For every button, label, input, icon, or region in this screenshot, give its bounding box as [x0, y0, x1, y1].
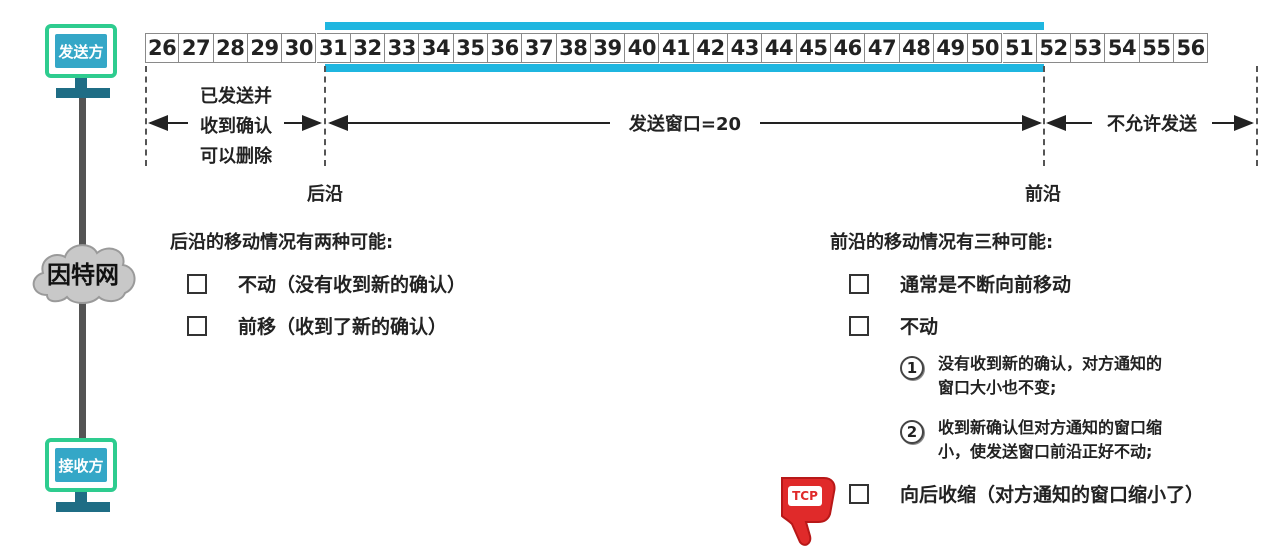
trailing-edge-heading: 后沿的移动情况有两种可能:: [170, 232, 394, 253]
send-window-top-bar: [325, 22, 1044, 30]
sequence-cell: 47: [865, 33, 900, 63]
receiver-label: 接收方: [55, 448, 107, 482]
sequence-cell: 26: [145, 33, 180, 63]
sequence-cell: 31: [316, 33, 351, 63]
tcp-thumbs-down-icon: [781, 477, 836, 546]
sender-label: 发送方: [55, 34, 107, 68]
left-boundary-line: [145, 66, 147, 166]
sub-item-1-line-1: 没有收到新的确认，对方通知的: [938, 354, 1163, 373]
sender-monitor: 发送方: [45, 24, 117, 78]
send-window-bottom-bar: [325, 64, 1044, 72]
sequence-cell: 53: [1071, 33, 1106, 63]
network-label: 因特网: [47, 261, 119, 289]
sequence-cell: 43: [728, 33, 763, 63]
sub-item-1-number: 1: [900, 356, 924, 380]
sequence-cell: 48: [899, 33, 934, 63]
sequence-cell: 39: [590, 33, 626, 63]
sequence-cell: 52: [1036, 33, 1072, 63]
cloud-icon: [32, 244, 136, 304]
sequence-cell: 42: [693, 33, 729, 63]
trailing-option-2-checkbox: [187, 316, 207, 336]
sequence-cell: 40: [625, 33, 660, 63]
sequence-cell: 56: [1174, 33, 1209, 63]
sequence-cell: 44: [762, 33, 797, 63]
acked-region-label-1: 已发送并: [188, 82, 284, 108]
sub-item-2-line-2: 小，使发送窗口前沿正好不动;: [938, 442, 1153, 461]
leading-edge-heading: 前沿的移动情况有三种可能:: [830, 232, 1054, 253]
sequence-cell: 29: [247, 33, 283, 63]
trailing-edge-label: 后沿: [300, 180, 350, 206]
sequence-cell: 46: [831, 33, 866, 63]
sequence-cell: 50: [968, 33, 1003, 63]
leading-option-1: 通常是不断向前移动: [900, 274, 1072, 296]
leading-edge-line: [1043, 66, 1045, 166]
send-window-label: 发送窗口=20: [612, 110, 758, 136]
sequence-cell: 30: [282, 33, 317, 63]
sequence-cell: 54: [1105, 33, 1140, 63]
sub-item-1-line-2: 窗口大小也不变;: [938, 378, 1057, 397]
sub-item-2-line-1: 收到新确认但对方通知的窗口缩: [938, 418, 1163, 437]
sequence-cell: 27: [179, 33, 214, 63]
trailing-option-2: 前移（收到了新的确认）: [238, 316, 448, 338]
leading-option-1-checkbox: [849, 274, 869, 294]
leading-option-3: 向后收缩（对方通知的窗口缩小了）: [900, 484, 1205, 506]
right-boundary-line: [1256, 66, 1258, 166]
sequence-cell: 49: [933, 33, 969, 63]
leading-option-2-checkbox: [849, 316, 869, 336]
trailing-edge-line: [324, 66, 326, 166]
sequence-cell: 41: [659, 33, 694, 63]
sequence-cell: 55: [1139, 33, 1174, 63]
sub-item-2-number: 2: [900, 420, 924, 444]
sequence-cell: 35: [453, 33, 488, 63]
sequence-cell: 37: [522, 33, 557, 63]
leading-option-3-checkbox: [849, 484, 869, 504]
sequence-cell: 32: [350, 33, 386, 63]
sequence-cell: 34: [419, 33, 454, 63]
trailing-option-1: 不动（没有收到新的确认）: [238, 274, 467, 296]
sender-base: [56, 88, 110, 98]
not-allowed-label: 不允许发送: [1094, 110, 1210, 136]
sequence-cell: 28: [213, 33, 248, 63]
sequence-cell: 45: [796, 33, 831, 63]
sequence-cell: 36: [488, 33, 523, 63]
sequence-cell: 38: [556, 33, 591, 63]
leading-option-2: 不动: [900, 316, 939, 338]
receiver-base: [56, 502, 110, 512]
sequence-cell: 51: [1002, 33, 1037, 63]
tcp-badge-label: TCP: [792, 489, 818, 503]
region-arrows: [148, 115, 1254, 131]
acked-region-label-3: 可以删除: [188, 142, 284, 168]
leading-edge-label: 前沿: [1018, 180, 1068, 206]
acked-region-label-2: 收到确认: [188, 112, 284, 138]
receiver-monitor: 接收方: [45, 438, 117, 492]
sequence-cell: 33: [385, 33, 420, 63]
trailing-option-1-checkbox: [187, 274, 207, 294]
